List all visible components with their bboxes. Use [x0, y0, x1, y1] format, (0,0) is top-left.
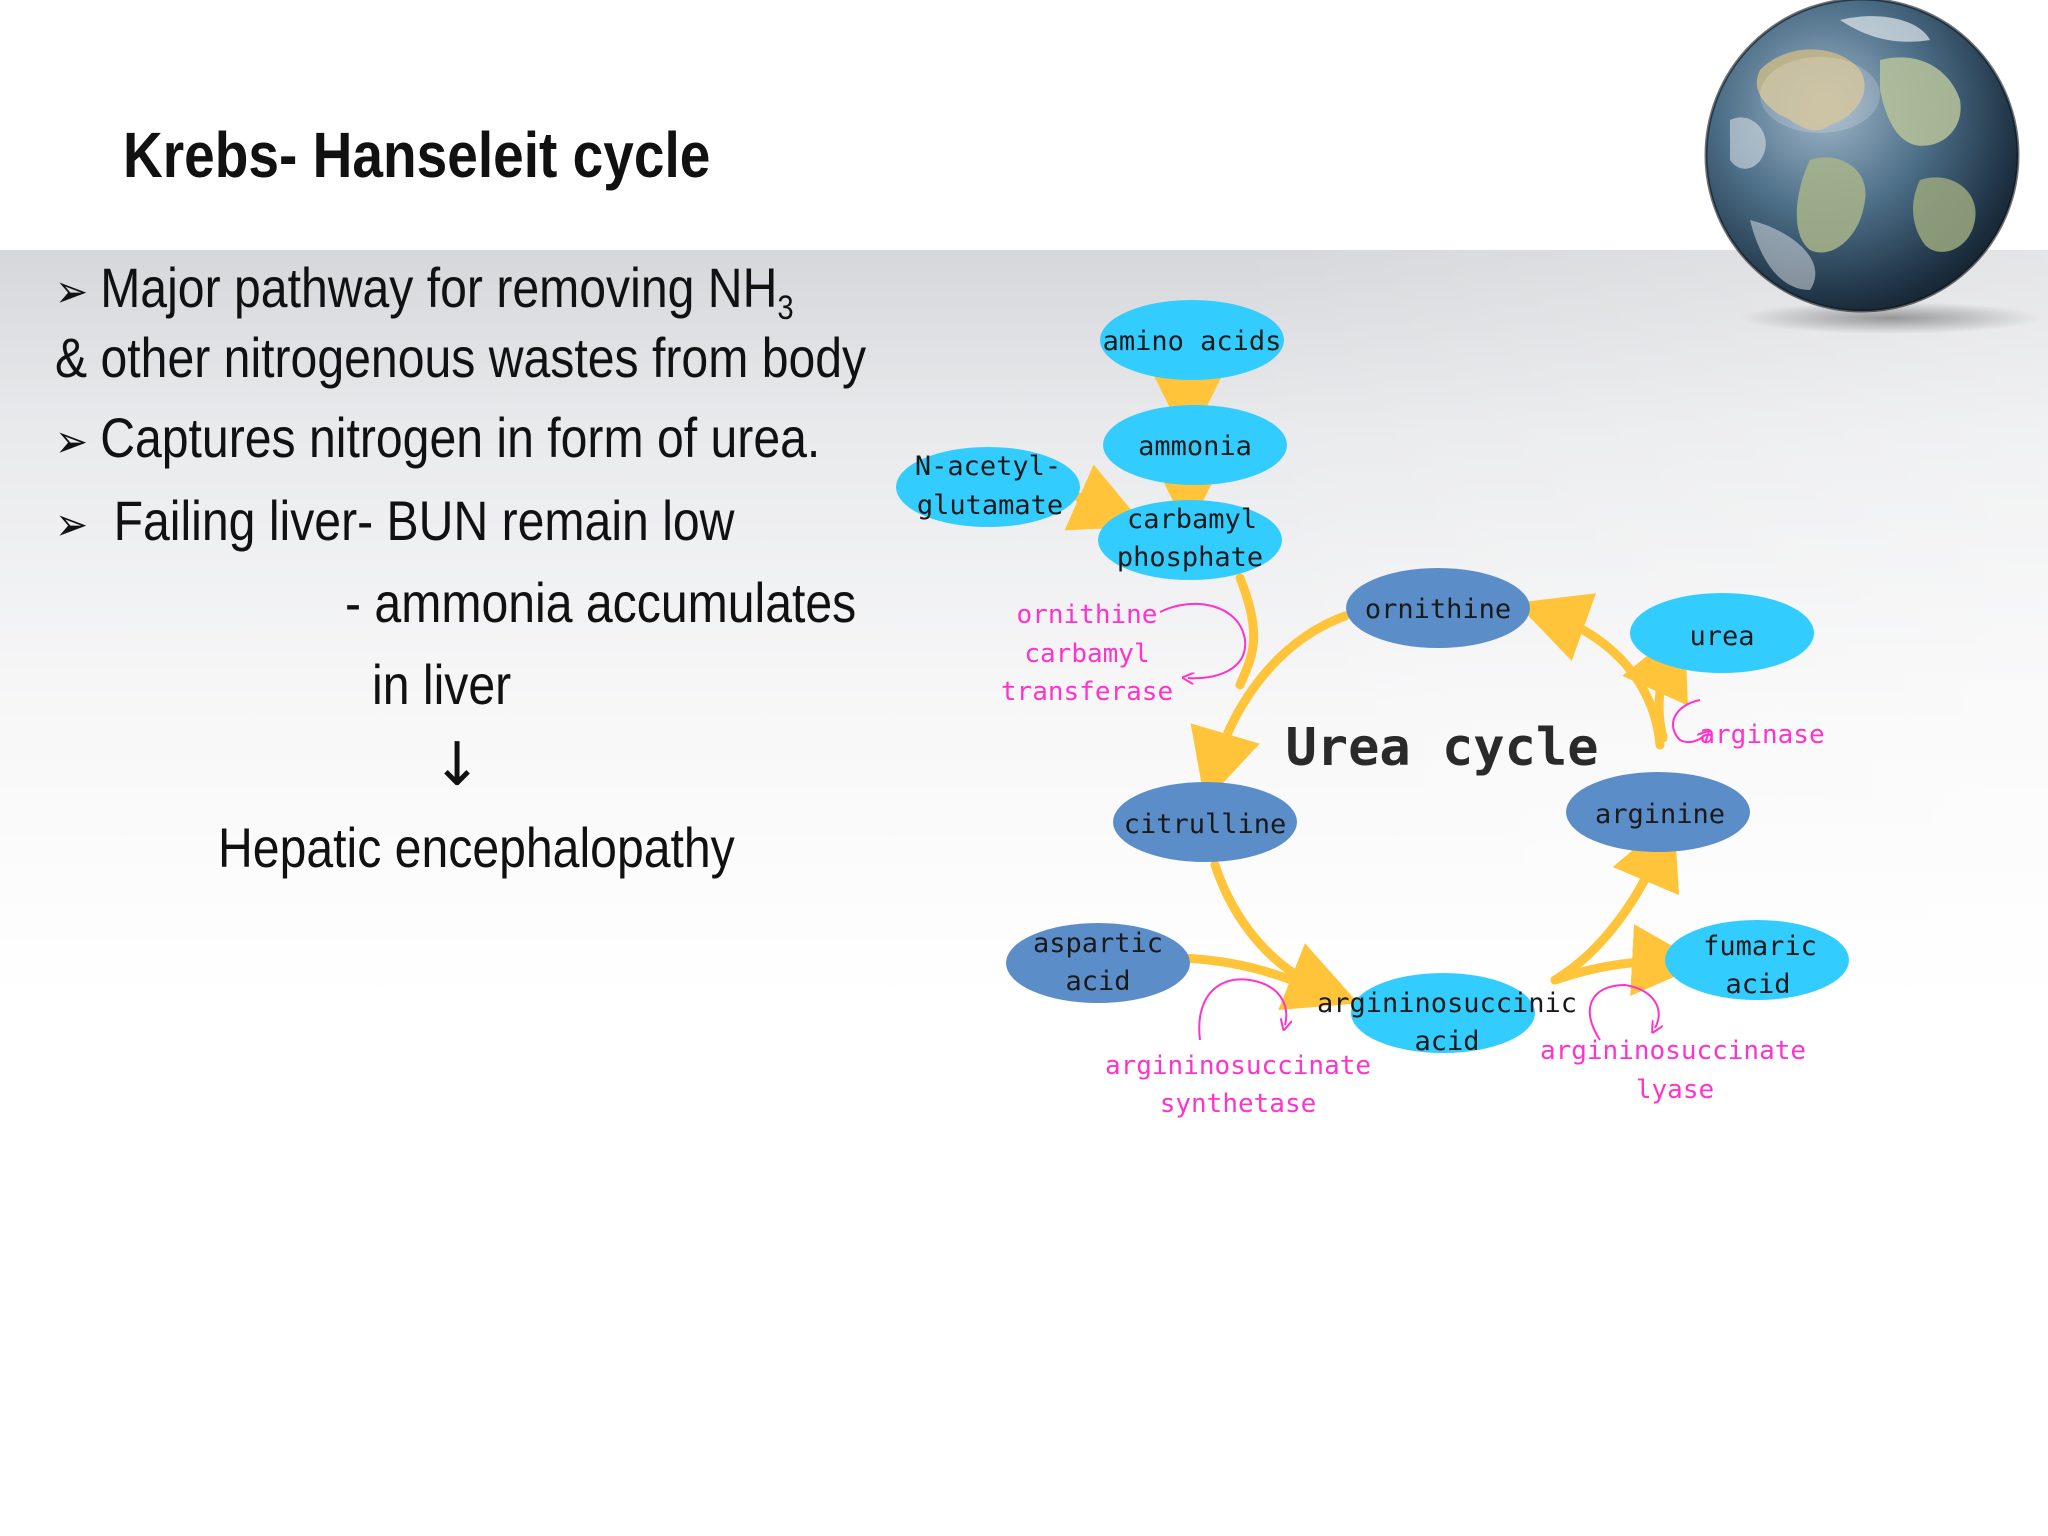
node-aspartic-label-2: acid	[1065, 966, 1130, 997]
enzyme-asl-label-1: argininosuccinate	[1540, 1036, 1806, 1066]
node-argsucc-label-1: argininosuccinic	[1317, 988, 1577, 1019]
arrow-carbamyl-into-cycle	[1235, 573, 1259, 690]
node-urea-label: urea	[1689, 621, 1754, 652]
bullet-arrow-icon: ➢	[55, 497, 89, 551]
bullet-3-text: Failing liver- BUN remain low	[100, 489, 735, 552]
node-n-acetylglutamate: N-acetyl- glutamate	[896, 447, 1080, 527]
node-amino-acids-label: amino acids	[1103, 326, 1282, 357]
arrow-argsucc-to-arginine	[1550, 814, 1680, 985]
enzyme-otc-label-3: transferase	[1001, 677, 1173, 707]
bullet-conclusion-text: Hepatic encephalopathy	[218, 816, 735, 879]
node-arginine: arginine	[1566, 772, 1750, 852]
node-amino-acids: amino acids	[1100, 300, 1284, 380]
node-n-acetyl-label-1: N-acetyl-	[915, 451, 1061, 482]
background-band	[0, 250, 2048, 1250]
arrow-aspartic-joins	[1175, 953, 1323, 995]
bullet-3-line-2-text: - ammonia accumulates	[345, 571, 857, 634]
bullet-3-line-2: - ammonia accumulates	[345, 570, 856, 635]
bullet-3-line-3-text: in liver	[372, 653, 512, 716]
node-aspartic-acid: aspartic acid	[1006, 923, 1190, 1003]
bullet-1: ➢Major pathway for removing NH3	[55, 255, 794, 328]
node-fumaric-label-1: fumaric	[1703, 931, 1817, 962]
node-fumaric-label-2: acid	[1725, 969, 1790, 1000]
enzyme-hooks	[1159, 603, 1705, 1041]
bullet-arrow-icon: ➢	[55, 264, 89, 318]
arrow-ornithine-to-citrulline	[1190, 611, 1350, 803]
bullet-conclusion: Hepatic encephalopathy	[218, 815, 735, 880]
bullet-2: ➢Captures nitrogen in form of urea.	[55, 405, 820, 470]
arrow-to-fumaric	[1550, 924, 1704, 997]
node-citrulline: citrulline	[1113, 782, 1297, 862]
enzyme-otc-label-2: carbamyl	[1024, 639, 1149, 669]
down-arrow-icon: ↓	[432, 730, 483, 800]
bullet-2-text: Captures nitrogen in form of urea.	[100, 406, 821, 469]
arrow-nacetyl-to-carbamyl	[1064, 464, 1145, 531]
node-carbamyl-label-2: phosphate	[1117, 542, 1263, 573]
enzyme-arginase-label: arginase	[1699, 720, 1824, 750]
node-ammonia: ammonia	[1103, 405, 1287, 485]
node-carbamyl-label-1: carbamyl	[1127, 504, 1257, 535]
node-n-acetyl-label-2: glutamate	[917, 490, 1063, 521]
node-citrulline-label: citrulline	[1124, 809, 1287, 840]
globe-icon	[1704, 0, 2040, 334]
bullet-1-continued: & other nitrogenous wastes from body	[55, 325, 866, 390]
bullet-3: ➢ Failing liver- BUN remain low	[55, 488, 734, 553]
node-ammonia-label: ammonia	[1138, 431, 1252, 462]
bullet-3-line-3: in liver	[372, 652, 511, 717]
arrow-arginine-to-urea	[1622, 625, 1688, 743]
node-arginine-label: arginine	[1595, 799, 1725, 830]
node-carbamyl-phosphate: carbamyl phosphate	[1098, 500, 1282, 580]
hook-asl	[1588, 983, 1659, 1041]
hook-ass	[1198, 978, 1286, 1041]
enzyme-asl-label-2: lyase	[1636, 1075, 1714, 1105]
node-aspartic-label-1: aspartic	[1033, 928, 1163, 959]
slide-title: Krebs- Hanseleit cycle	[123, 119, 711, 191]
background-fade	[0, 250, 2048, 1250]
node-ornithine-label: ornithine	[1365, 594, 1511, 625]
node-ornithine: ornithine	[1346, 568, 1530, 648]
enzyme-ass-label-2: synthetase	[1160, 1089, 1317, 1119]
bullet-arrow-icon: ➢	[55, 414, 89, 468]
node-urea: urea	[1630, 593, 1814, 673]
enzyme-otc-label-1: ornithine	[1017, 600, 1158, 630]
node-argininosuccinic-acid: argininosuccinic acid	[1317, 973, 1577, 1057]
hook-otc	[1159, 603, 1247, 678]
node-fumaric-acid: fumaric acid	[1665, 920, 1849, 1000]
bullet-1-continued-text: & other nitrogenous wastes from body	[55, 326, 867, 389]
bullet-1-subscript: 3	[777, 289, 794, 328]
enzyme-ass-label-1: argininosuccinate	[1105, 1051, 1371, 1081]
urea-cycle-title: Urea cycle	[1285, 718, 1598, 778]
node-argsucc-label-2: acid	[1414, 1026, 1479, 1057]
bullet-1-text: Major pathway for removing NH	[100, 256, 778, 319]
hook-arginase	[1671, 699, 1705, 742]
